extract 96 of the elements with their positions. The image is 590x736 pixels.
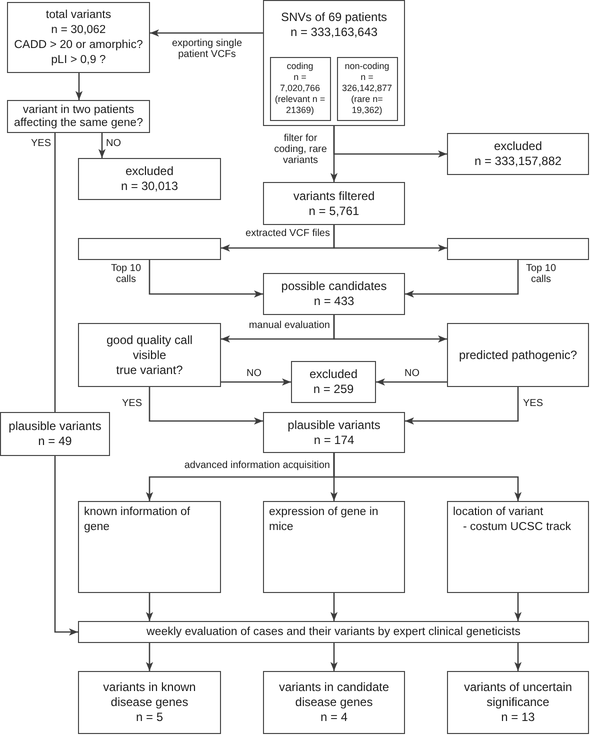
arrow [148, 387, 263, 425]
box-heading: SNVs of 69 patients [280, 10, 388, 25]
sub-box [336, 56, 398, 120]
edge-label: filter for coding, rare variants [273, 133, 328, 166]
box-heading: weekly evaluation of cases and their variants by expert clinical geneticists [146, 625, 520, 639]
process-box [263, 182, 405, 225]
box-detail: n = 30,062 [51, 22, 106, 38]
box-heading: coding [286, 61, 314, 72]
arrow [333, 225, 447, 252]
box-heading: total variants [46, 8, 112, 22]
edge-label: NO [246, 368, 262, 379]
box-heading: plausible variants [288, 418, 380, 432]
arrow [146, 643, 154, 671]
box-detail: pLI > 0,9 ? [51, 52, 106, 68]
box-heading: good quality call [106, 332, 193, 348]
arrow [376, 378, 447, 386]
info-box [447, 501, 589, 593]
box-detail: n = 333,163,643 [290, 25, 378, 40]
box-heading: non-coding [344, 61, 390, 72]
box-detail: n = 326,142,877 [340, 72, 394, 94]
result-box [78, 671, 221, 734]
edge-label: advanced information acquisition [183, 460, 330, 471]
edge-label: extracted VCF files [244, 228, 330, 239]
process-box [447, 133, 589, 175]
box-detail: n = 433 [314, 294, 354, 309]
box-heading: variant in two patients affecting the same gene? [13, 104, 144, 130]
decision-box [7, 100, 150, 133]
result-box [447, 671, 589, 734]
info-box [263, 501, 405, 593]
arrow [405, 260, 519, 298]
arrow [330, 593, 338, 621]
box-detail: visible [132, 348, 166, 362]
process-box [78, 238, 221, 260]
arrow [333, 126, 447, 158]
box-detail: n = 333,157,882 [474, 154, 562, 169]
box-detail: n = 5,761 [308, 204, 360, 218]
process-box [7, 2, 150, 73]
arrow [148, 260, 263, 298]
box-detail: true variant? [116, 362, 183, 378]
sub-box [270, 56, 330, 120]
edge-label: manual evaluation [248, 320, 330, 331]
process-box [78, 158, 221, 200]
box-heading: known information of gene [84, 505, 192, 535]
box-detail: CADD > 20 or amorphic? [14, 38, 143, 52]
edge-label: NO [404, 368, 420, 379]
process-box [0, 412, 110, 456]
decision-box [78, 323, 221, 387]
box-detail: - costum UCSC track [462, 520, 571, 535]
arrow [98, 133, 106, 158]
box-heading: predicted pathogenic? [458, 348, 578, 362]
arrow [405, 387, 519, 425]
box-detail: (rare n= 19,362) [350, 94, 384, 116]
process-box [263, 273, 405, 315]
arrow [514, 643, 522, 671]
box-detail: n = 4 [320, 710, 348, 725]
process-box [291, 361, 376, 403]
process-box [263, 412, 405, 453]
arrow [333, 315, 447, 343]
box-detail: n = 5 [136, 710, 164, 725]
arrow [54, 456, 78, 636]
edge-label: NO [106, 138, 122, 149]
box-detail: n = 7,020,766 [278, 72, 322, 94]
box-detail: n = 174 [314, 432, 354, 448]
process-box [447, 238, 589, 260]
box-heading: excluded [494, 139, 542, 154]
arrow [75, 73, 83, 100]
connector-line [54, 133, 56, 412]
arrow [514, 593, 522, 621]
edge-label: Top 10 calls [110, 263, 142, 285]
arrow [221, 378, 291, 386]
arrow [146, 593, 154, 621]
result-box [263, 671, 405, 734]
edge-label: YES [30, 138, 51, 149]
box-heading: expression of gene in mice [269, 505, 380, 535]
arrow [330, 643, 338, 671]
edge-label: YES [122, 398, 144, 409]
box-heading: plausible variants [8, 419, 102, 434]
process-box [78, 621, 589, 643]
edge-label: YES [523, 398, 544, 409]
box-heading: possible candidates [281, 279, 387, 294]
box-detail: n = 30,013 [120, 179, 178, 194]
box-heading: variants filtered [293, 188, 375, 204]
box-detail: n = 13 [501, 710, 535, 725]
box-detail: n = 49 [38, 434, 72, 449]
arrow [150, 29, 263, 37]
info-box [78, 501, 221, 593]
box-heading: location of variant [453, 505, 544, 520]
box-detail: n = 259 [313, 382, 354, 397]
decision-box [447, 323, 589, 387]
edge-label: Top 10 calls [524, 263, 558, 285]
box-detail: (relevant n = 21369) [274, 94, 326, 116]
edge-label: exporting single patient VCFs [170, 38, 244, 60]
group-box [263, 0, 405, 126]
arrow [333, 453, 522, 501]
box-heading: excluded [125, 164, 174, 179]
box-heading: excluded [309, 367, 358, 382]
